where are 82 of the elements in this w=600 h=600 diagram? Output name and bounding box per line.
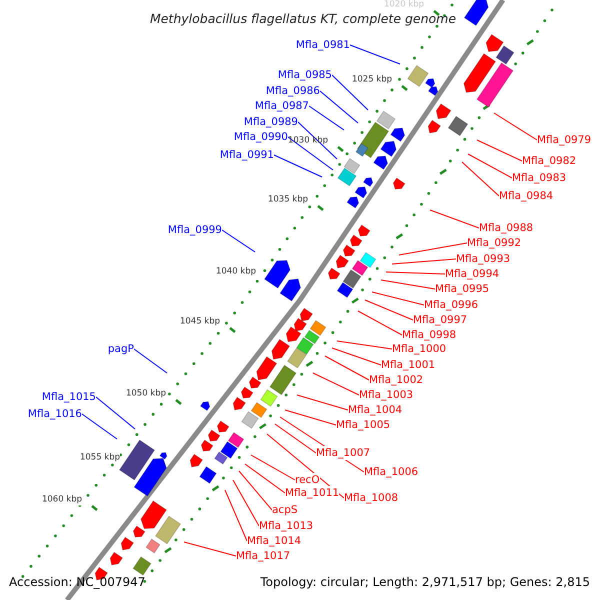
gene-label: Mfla_1001: [381, 358, 436, 372]
gene-label: Mfla_0985: [278, 68, 332, 82]
gene-label: Mfla_1015: [42, 390, 96, 404]
scale-label: 1050 kbp: [126, 388, 166, 400]
gene-label: Mfla_1016: [28, 407, 82, 421]
gene-label: Mfla_0991: [220, 148, 274, 162]
gene-label: Mfla_0988: [479, 221, 534, 235]
scale-label: 1045 kbp: [180, 316, 220, 328]
leader-line: [372, 292, 424, 306]
title: Methylobacillus flagellatus KT, complete genome: [148, 11, 458, 27]
leader-line: [274, 424, 316, 454]
leader-line: [332, 348, 382, 366]
leader-line: [134, 348, 168, 374]
leader-line: [232, 480, 260, 526]
leader-line: [386, 272, 446, 274]
scale-label: 1055 kbp: [80, 452, 120, 464]
gene-label: Mfla_0998: [402, 328, 456, 342]
accession-text: Accession: NC_007947: [9, 574, 146, 590]
leader-line: [238, 470, 272, 510]
leader-line: [476, 140, 522, 162]
leader-line: [222, 230, 256, 252]
gene-label: Mfla_1002: [369, 373, 424, 387]
leader-line: [184, 542, 236, 556]
gene-label: Mfla_0982: [522, 154, 576, 168]
gene-label: Mfla_0995: [435, 282, 490, 296]
leader-line: [380, 280, 436, 290]
gene-label: Mfla_0979: [537, 133, 592, 147]
gene-label: Mfla_0994: [445, 267, 500, 281]
gene-label: Mfla_1013: [259, 519, 314, 533]
gene-label: pagP: [108, 342, 134, 356]
leader-line: [266, 434, 344, 498]
gene-label: Mfla_0993: [456, 252, 510, 266]
scale-label: 1035 kbp: [268, 194, 308, 206]
gene-label: Mfla_1003: [359, 388, 414, 402]
leader-line: [244, 464, 286, 494]
leader-line: [320, 90, 358, 124]
gene-label: Mfla_0989: [244, 115, 298, 129]
gene-label: Mfla_0981: [296, 38, 350, 52]
gene-label: Mfla_1005: [336, 418, 390, 432]
gene-label: Mfla_1006: [364, 465, 418, 479]
leader-line: [358, 310, 402, 336]
gene-label: Mfla_0983: [512, 171, 566, 185]
gene-label: Mfla_0997: [413, 313, 468, 327]
leader-line: [350, 44, 400, 64]
leader-line: [398, 242, 468, 256]
leader-line: [82, 414, 118, 440]
gene-label: Mfla_0987: [254, 99, 309, 113]
leader-line: [274, 154, 322, 178]
leader-line: [224, 490, 248, 542]
leader-line: [284, 410, 336, 426]
leader-line: [308, 106, 344, 130]
leader-line: [462, 162, 500, 196]
leader-line: [296, 394, 348, 410]
gene-label: Mfla_1011: [285, 486, 340, 500]
gene-label: Mfla_0984: [499, 189, 554, 203]
scale-label: 1040 kbp: [216, 266, 256, 278]
gene-label: Mfla_1007: [316, 446, 370, 460]
gene-label: Mfla_1008: [344, 491, 398, 505]
topology-text: Topology: circular; Length: 2,971,517 bp; Genes: 2,815: [260, 574, 590, 590]
leader-line: [96, 396, 136, 430]
leader-line: [468, 154, 512, 178]
gene-label: Mfla_0990: [234, 130, 288, 144]
gene-label: Mfla_1014: [247, 534, 302, 548]
leader-line: [494, 112, 538, 140]
leader-line: [332, 74, 368, 110]
gene-label: Mfla_0986: [266, 84, 320, 98]
leader-line: [250, 454, 296, 480]
gene-label: Mfla_1017: [236, 549, 290, 563]
leader-line: [312, 372, 360, 396]
gene-label: Mfla_0996: [424, 298, 478, 312]
gene-label: acpS: [272, 503, 298, 517]
scale-label: 1025 kbp: [352, 74, 392, 86]
leader-line: [336, 340, 392, 350]
leader-line: [364, 300, 414, 320]
scale-label: 1060 kbp: [42, 494, 82, 506]
leader-line: [324, 356, 370, 380]
gene-label: Mfla_0999: [168, 223, 222, 237]
gene-label: Mfla_1000: [392, 342, 446, 356]
gene-label: Mfla_0992: [467, 236, 522, 250]
leader-line: [392, 258, 456, 264]
gene-label: Mfla_1004: [348, 403, 402, 417]
leader-line: [430, 210, 480, 228]
